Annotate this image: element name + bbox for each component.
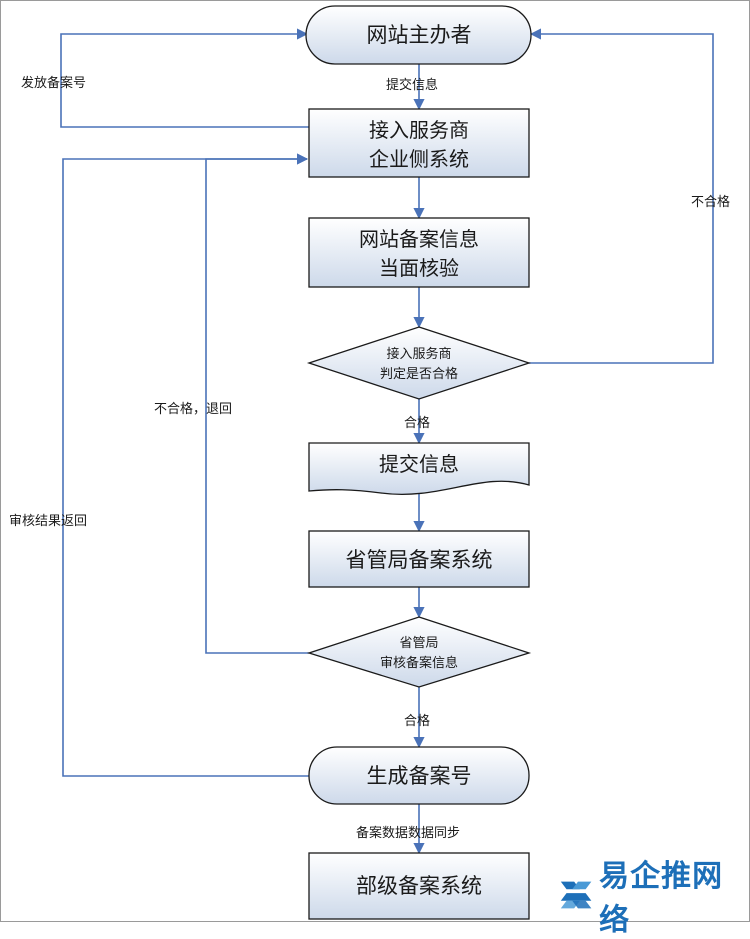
- submit-label: 提交信息: [379, 452, 459, 476]
- sponsor-label: 网站主办者: [367, 23, 472, 47]
- node-ministry-system: [308, 852, 530, 920]
- node-provincial-system: [308, 530, 530, 588]
- edge-label-issue-number: 发放备案号: [21, 75, 86, 91]
- edge-issue-number: [60, 28, 309, 128]
- edge-label-submit-info: 提交信息: [386, 77, 438, 93]
- node-sponsor: [305, 5, 532, 65]
- node-provincial-review: [306, 616, 532, 688]
- edge-label-fail-right: 不合格: [691, 194, 730, 210]
- node-generate: [308, 746, 530, 805]
- edge-label-fail-return: 不合格，退回: [154, 401, 232, 417]
- isp-label-1: 接入服务商: [369, 118, 469, 142]
- provincial-system-label: 省管局备案系统: [346, 548, 493, 572]
- node-onsite-verify: [308, 217, 530, 288]
- isp-judge-label-1: 接入服务商: [386, 346, 451, 362]
- edge-fail-right: [529, 28, 714, 364]
- watermark: 易企推网络: [557, 859, 747, 938]
- ministry-system-label: 部级备案系统: [356, 874, 482, 898]
- verify-label-2: 当面核验: [379, 256, 459, 280]
- generate-label: 生成备案号: [367, 764, 472, 788]
- edge-label-pass-1: 合格: [404, 415, 430, 431]
- provincial-review-label-2: 审核备案信息: [380, 655, 458, 671]
- verify-label-1: 网站备案信息: [359, 227, 479, 251]
- edge-label-sync: 备案数据数据同步: [356, 825, 460, 841]
- watermark-text: 易企推网络: [599, 859, 724, 938]
- interlocking-arrows-logo-icon: [560, 881, 592, 909]
- isp-label-2: 企业侧系统: [369, 147, 469, 171]
- edge-label-review-result: 审核结果返回: [9, 514, 87, 529]
- node-isp-judge: [306, 326, 532, 400]
- edge-label-pass-2: 合格: [404, 713, 430, 729]
- node-isp-system: [308, 108, 530, 178]
- edge-review-result: [62, 153, 309, 777]
- isp-judge-label-2: 判定是否合格: [380, 366, 458, 382]
- node-submit-document: [308, 442, 530, 495]
- provincial-review-label-1: 省管局: [399, 636, 438, 651]
